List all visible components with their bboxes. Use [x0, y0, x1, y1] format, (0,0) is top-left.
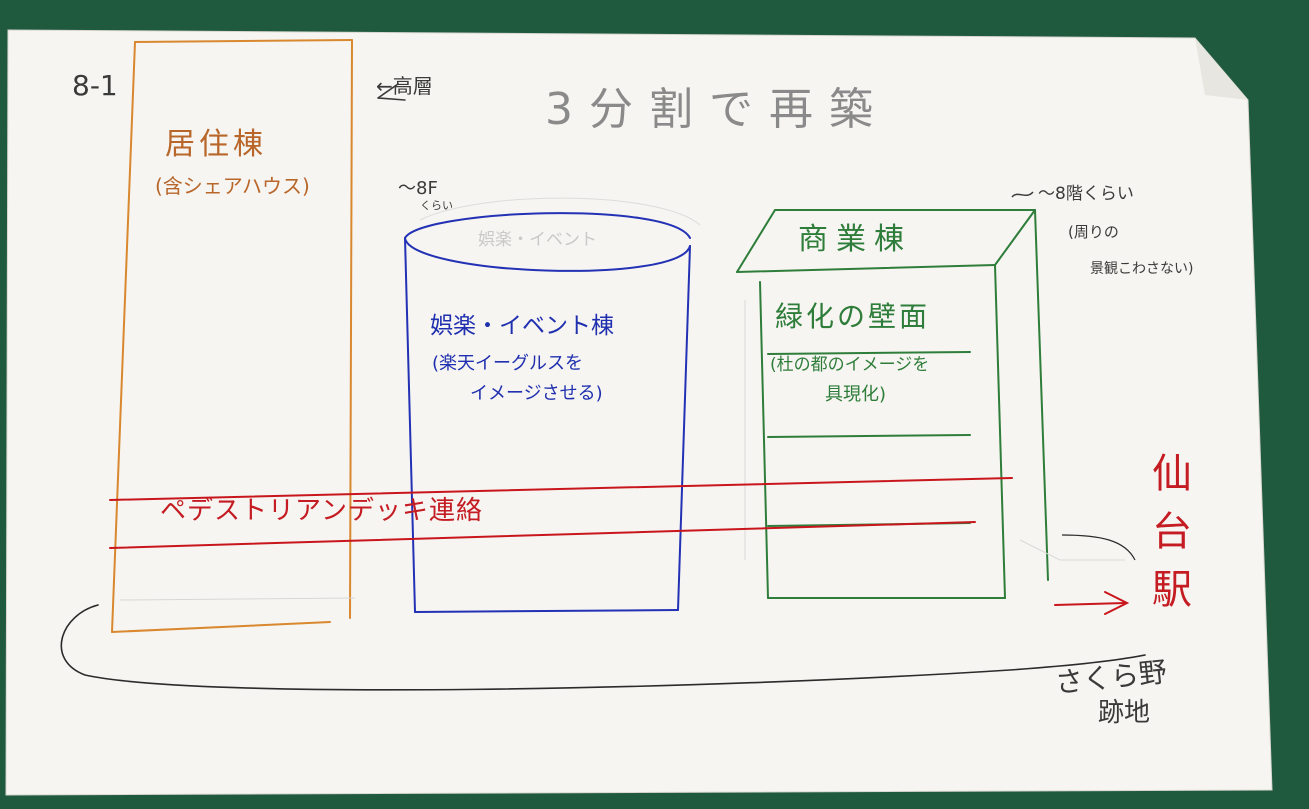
pencil-guide-line: [119, 597, 356, 601]
residential-tower-note: (含シェアハウス): [155, 174, 310, 198]
pedestrian-deck-label: ペデストリアンデッキ連絡: [160, 496, 483, 526]
entertainment-building-outline: [404, 212, 691, 613]
commercial-note-2: 具現化): [825, 384, 887, 405]
arrow-to-station: [1054, 591, 1130, 615]
residential-tower-name: 居住棟: [165, 127, 267, 162]
sendai-station-label: 仙台駅: [1145, 452, 1191, 626]
residential-tower-outline: [111, 39, 353, 633]
height-tilde: [1011, 191, 1034, 198]
entertainment-faint-label: 娯楽・イベント: [478, 230, 597, 250]
commercial-note-1: (杜の都のイメージを: [770, 355, 930, 375]
commercial-building-name: 商業棟: [798, 222, 912, 257]
entertainment-building-name: 娯楽・イベント棟: [430, 313, 614, 339]
page-title: 3分割で再築: [545, 84, 889, 135]
site-label-2: 跡地: [1098, 698, 1151, 728]
paper-sheet: [5, 29, 1273, 796]
ground-outline: [60, 604, 1146, 691]
entertainment-note-2: イメージさせる): [470, 383, 603, 404]
entertainment-height-sub: くらい: [420, 199, 453, 212]
green-wall-label: 緑化の壁面: [775, 300, 931, 333]
high-rise-note: ←高層: [376, 74, 433, 98]
pencil-building-sketch: [744, 300, 1125, 561]
high-rise-pointer: [377, 83, 406, 101]
pedestrian-deck-lines: [109, 477, 1013, 549]
entertainment-height-note: 〜8F: [398, 178, 438, 199]
paper-fold: [1195, 38, 1248, 100]
sheet-id: 8-1: [72, 69, 118, 102]
commercial-height-note: 〜8階くらい: [1038, 184, 1134, 204]
commercial-scenery-note-2: 景観こわさない): [1090, 261, 1194, 277]
entertainment-note-1: (楽天イーグルスを: [432, 353, 584, 374]
commercial-scenery-note-1: (周りの: [1068, 223, 1119, 241]
pencil-roof-sketch: [419, 197, 701, 226]
ground-edge-right: [1061, 534, 1136, 561]
